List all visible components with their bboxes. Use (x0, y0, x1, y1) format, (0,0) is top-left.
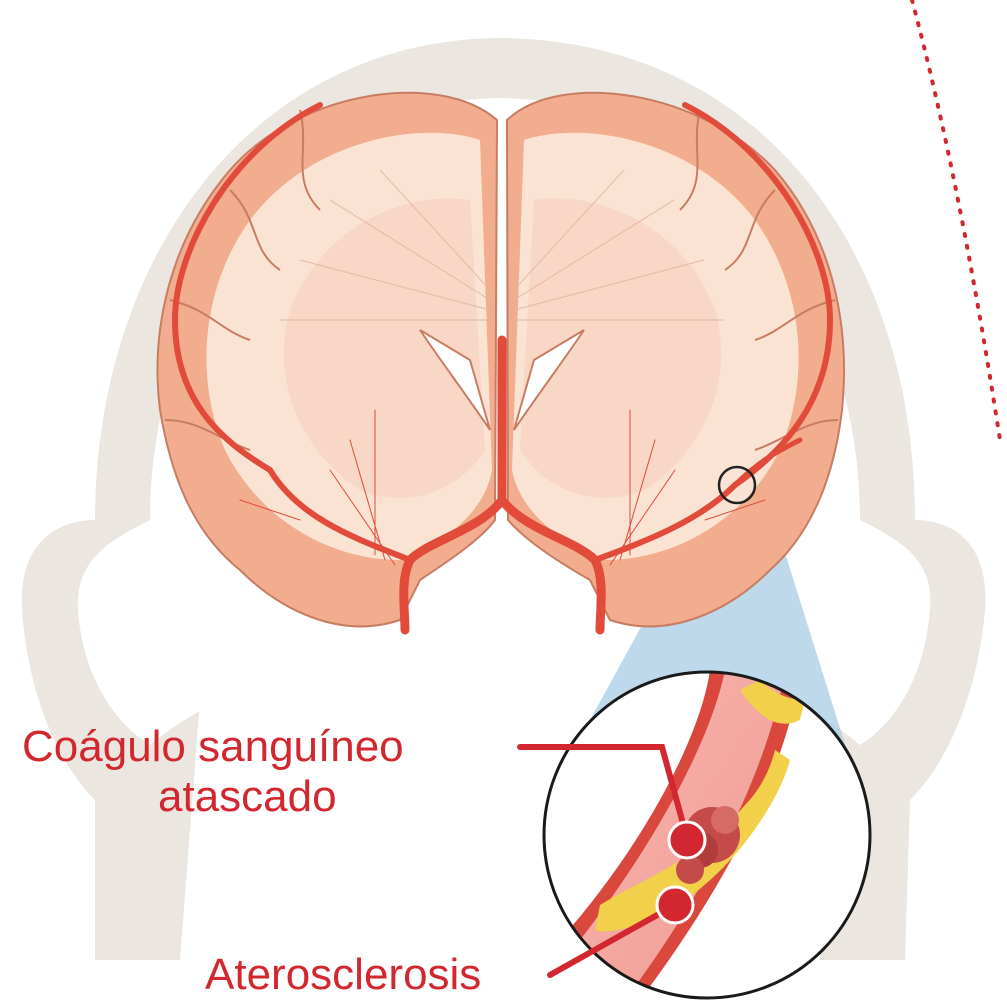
clot-label-line2: atascado (158, 772, 337, 822)
atherosclerosis-marker-dot (657, 887, 693, 923)
clot-label-line1: Coágulo sanguíneo (22, 722, 404, 772)
clot-marker-dot (669, 822, 705, 858)
atherosclerosis-label: Aterosclerosis (205, 950, 481, 1000)
dotted-arc (912, 0, 1000, 440)
